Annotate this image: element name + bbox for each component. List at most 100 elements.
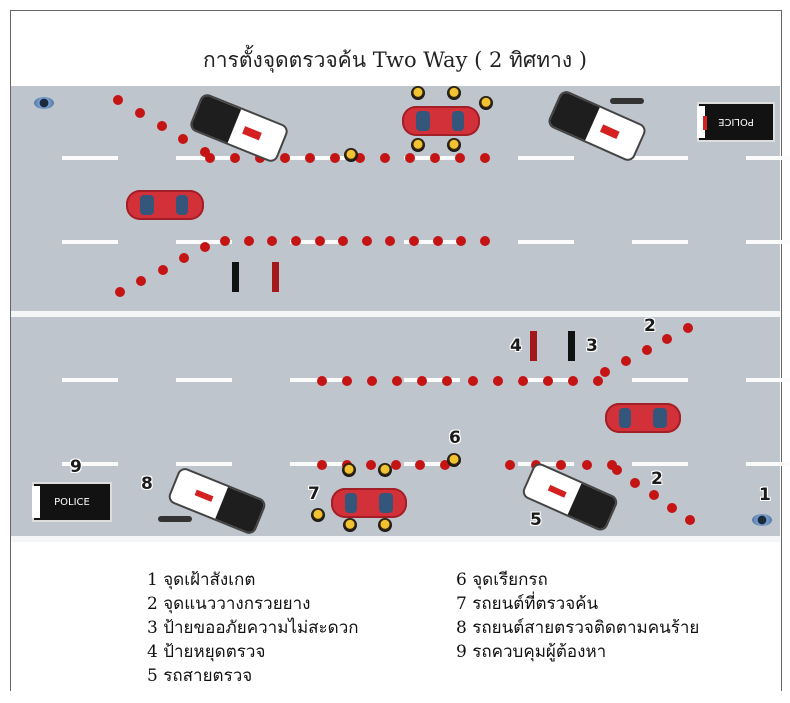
- traffic-cone: [518, 376, 528, 386]
- lane-dash: [176, 378, 232, 382]
- officer-icon: [411, 86, 425, 100]
- traffic-cone: [440, 460, 450, 470]
- traffic-cone: [683, 323, 693, 333]
- lane-dash: [176, 156, 232, 160]
- traffic-cone: [291, 236, 301, 246]
- traffic-cone: [468, 376, 478, 386]
- officer-icon: [447, 86, 461, 100]
- lane-dash: [176, 462, 232, 466]
- lane-dash: [746, 156, 790, 160]
- sorry-sign-top: [232, 262, 239, 292]
- marker-2-bottom: 2: [651, 469, 663, 489]
- traffic-cone: [621, 356, 631, 366]
- traffic-cone: [433, 236, 443, 246]
- lane-dash: [404, 462, 460, 466]
- traffic-cone: [430, 153, 440, 163]
- traffic-cone: [480, 153, 490, 163]
- lane-dash: [746, 462, 790, 466]
- traffic-cone: [568, 376, 578, 386]
- legend-item-1: 1 จุดเฝ้าสังเกต: [147, 570, 256, 590]
- traffic-cone: [642, 345, 652, 355]
- lane-dash: [62, 462, 118, 466]
- traffic-cone: [200, 242, 210, 252]
- lane-dash: [404, 240, 460, 244]
- traffic-cone: [391, 460, 401, 470]
- van-label-bottom: POLICE: [54, 496, 90, 508]
- prisoner-van-bottom: POLICE: [32, 482, 112, 522]
- lane-dash: [290, 156, 346, 160]
- searched-car-top: [402, 106, 480, 136]
- legend-left: 1 จุดเฝ้าสังเกต 2 จุดแนววางกรวยยาง 3 ป้า…: [147, 568, 359, 688]
- traffic-cone: [456, 236, 466, 246]
- lane-dash: [746, 240, 790, 244]
- diagram-title: การตั้งจุดตรวจค้น Two Way ( 2 ทิศทาง ): [203, 48, 587, 72]
- marker-2-top: 2: [644, 316, 656, 336]
- traffic-cone: [417, 376, 427, 386]
- traffic-cone: [556, 460, 566, 470]
- lane-dash: [632, 378, 688, 382]
- traffic-cone: [355, 153, 365, 163]
- officer-icon: [343, 518, 357, 532]
- traffic-cone: [630, 478, 640, 488]
- traffic-cone: [385, 236, 395, 246]
- traffic-cone: [205, 153, 215, 163]
- marker-9: 9: [70, 457, 82, 477]
- marker-7: 7: [308, 484, 320, 504]
- lane-dash: [518, 156, 574, 160]
- traffic-cone: [157, 121, 167, 131]
- traffic-cone: [178, 134, 188, 144]
- traffic-cone: [685, 515, 695, 525]
- traffic-cone: [317, 460, 327, 470]
- traffic-cone: [649, 490, 659, 500]
- observer-bottom: [752, 514, 772, 526]
- officer-icon: [447, 138, 461, 152]
- traffic-cone: [392, 376, 402, 386]
- marker-1: 1: [759, 485, 771, 505]
- traffic-cone: [362, 236, 372, 246]
- marker-8: 8: [141, 474, 153, 494]
- legend-right: 6 จุดเรียกรถ 7 รถยนต์ที่ตรวจค้น 8 รถยนต์…: [456, 568, 699, 664]
- marker-6: 6: [449, 428, 461, 448]
- lane-dash: [62, 156, 118, 160]
- traffic-cone: [179, 253, 189, 263]
- marker-5: 5: [530, 510, 542, 530]
- traffic-cone: [607, 460, 617, 470]
- traffic-cone: [612, 465, 622, 475]
- motorbike-bottom: [158, 516, 192, 522]
- lane-dash: [518, 462, 574, 466]
- traffic-cone: [380, 153, 390, 163]
- traffic-cone: [115, 287, 125, 297]
- traffic-cone: [135, 108, 145, 118]
- motorbike-top: [610, 98, 644, 104]
- traffic-cone: [405, 153, 415, 163]
- lane-dash: [746, 378, 790, 382]
- traffic-cone: [366, 460, 376, 470]
- red-car-bottom: [605, 403, 681, 433]
- stop-sign-bottom: [530, 331, 537, 361]
- sorry-sign-bottom: [568, 331, 575, 361]
- officer-icon: [378, 463, 392, 477]
- traffic-cone: [505, 460, 515, 470]
- traffic-cone: [317, 376, 327, 386]
- traffic-cone: [442, 376, 452, 386]
- legend-item-2: 2 จุดแนววางกรวยยาง: [147, 594, 311, 614]
- traffic-cone: [158, 265, 168, 275]
- traffic-cone: [667, 503, 677, 513]
- traffic-cone: [593, 376, 603, 386]
- traffic-cone: [113, 95, 123, 105]
- officer-icon: [447, 453, 461, 467]
- traffic-cone: [305, 153, 315, 163]
- legend-item-7: 7 รถยนต์ที่ตรวจค้น: [456, 594, 599, 614]
- marker-4: 4: [510, 336, 522, 356]
- traffic-cone: [662, 334, 672, 344]
- road-median-line: [11, 311, 780, 317]
- traffic-cone: [267, 236, 277, 246]
- officer-icon: [311, 508, 325, 522]
- traffic-cone: [315, 236, 325, 246]
- lane-dash: [404, 378, 460, 382]
- legend-item-6: 6 จุดเรียกรถ: [456, 570, 548, 590]
- lane-dash: [632, 240, 688, 244]
- lane-dash: [62, 240, 118, 244]
- traffic-cone: [415, 460, 425, 470]
- traffic-cone: [220, 236, 230, 246]
